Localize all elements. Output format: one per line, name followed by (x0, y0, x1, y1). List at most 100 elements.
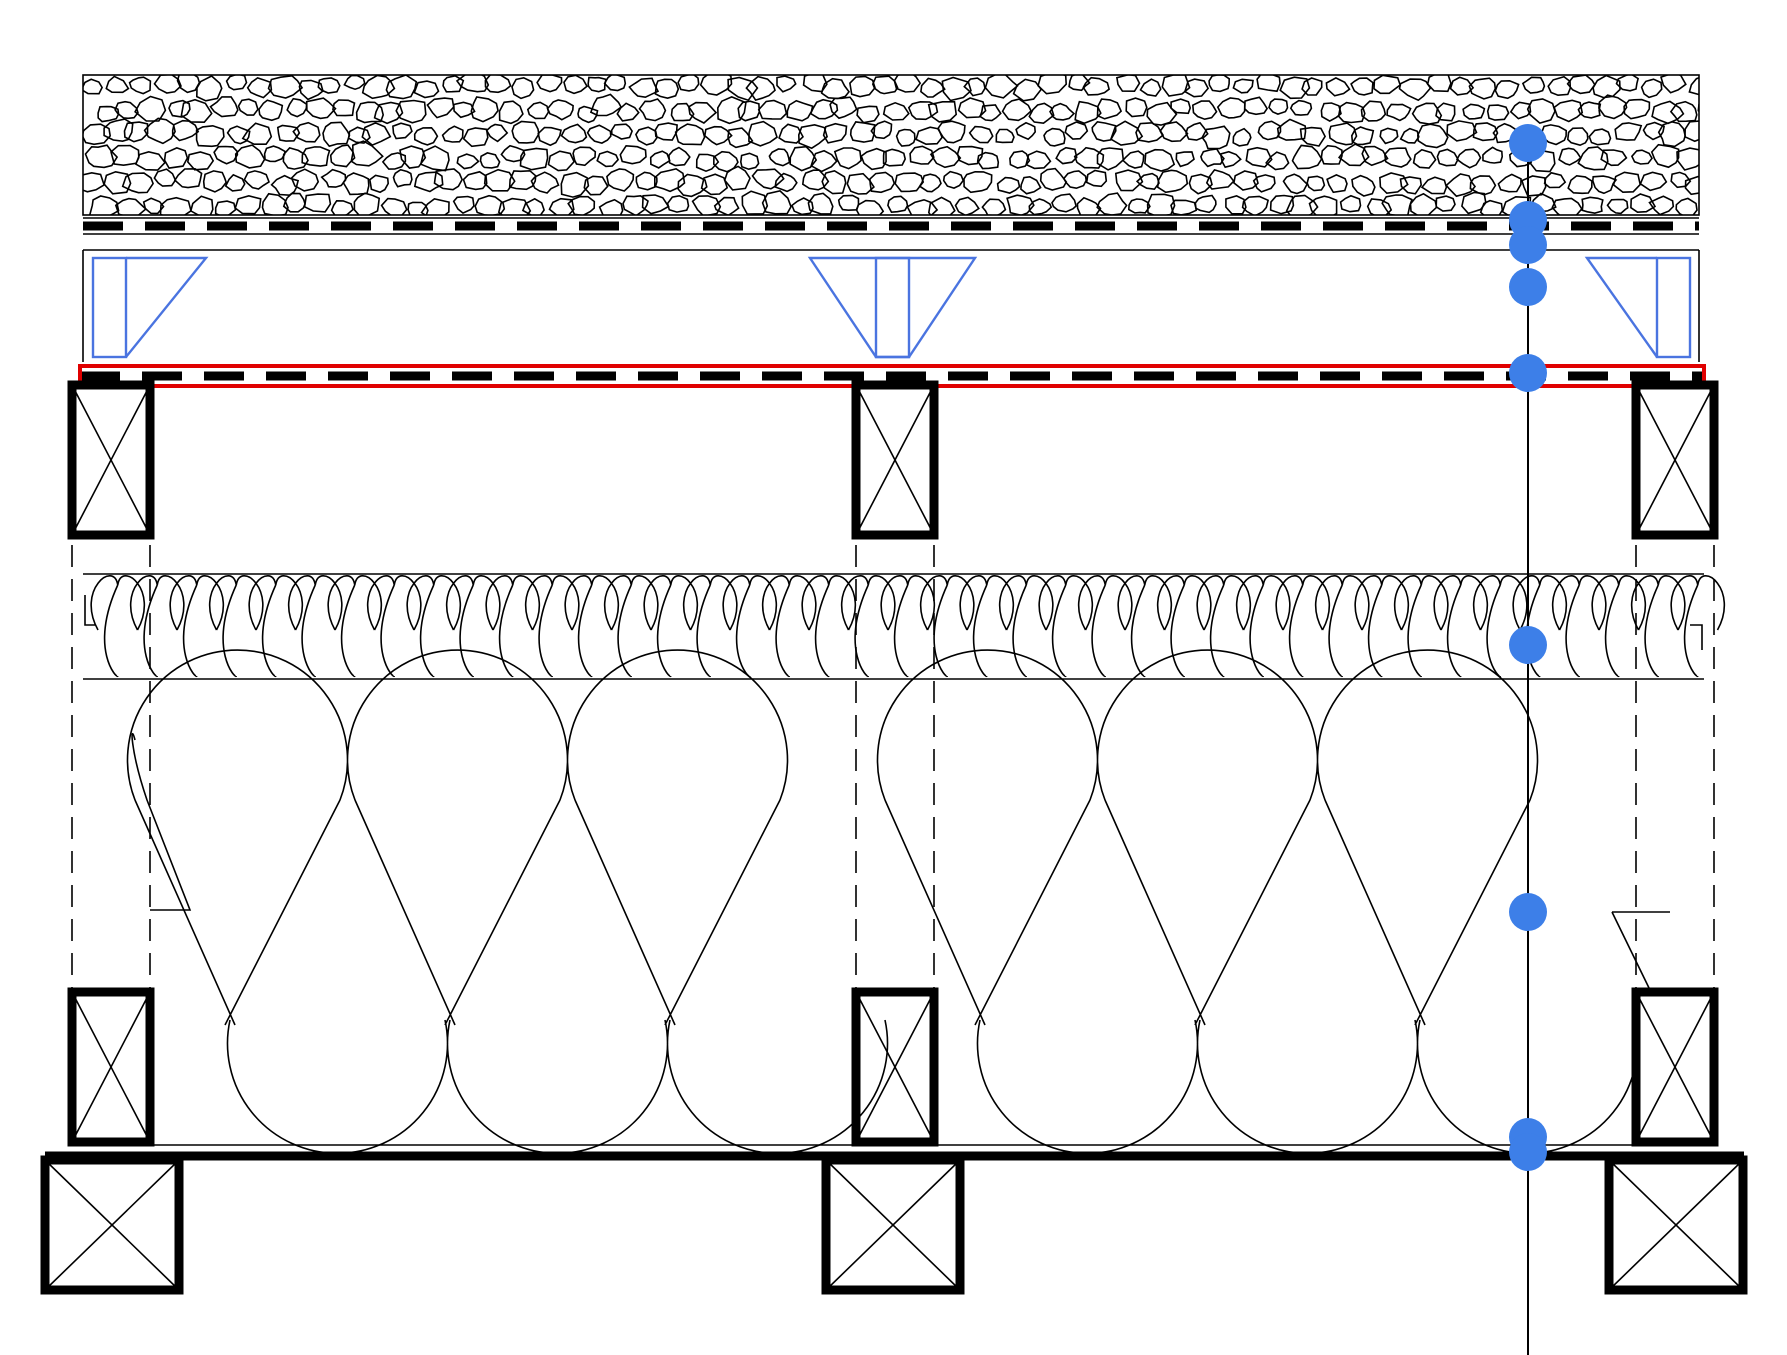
gravel-stone (809, 98, 839, 120)
gravel-stone (737, 100, 761, 122)
gravel-stone (237, 98, 259, 116)
gravel-stone (1285, 194, 1319, 215)
gravel-stone (1591, 175, 1618, 195)
gravel-stone (1670, 171, 1692, 189)
gravel-stone (1526, 98, 1556, 124)
gravel-stone (1612, 171, 1642, 194)
gravel-stone (373, 101, 404, 125)
section-marker[interactable] (1509, 124, 1547, 162)
section-marker[interactable] (1509, 354, 1547, 392)
gravel-stone (385, 75, 418, 100)
gravel-stone (1669, 100, 1698, 123)
gravel-stone (83, 171, 106, 193)
gravel-stone (134, 95, 167, 122)
gravel-stone (909, 145, 935, 165)
gravel-stone (143, 117, 176, 145)
section-marker[interactable] (1509, 226, 1547, 264)
gravel-stone (536, 75, 563, 93)
gravel-stone (1446, 120, 1478, 142)
gravel-stone (1096, 192, 1128, 215)
gravel-stone (263, 145, 286, 163)
gravel-stone (956, 145, 984, 166)
gravel-stone (1600, 149, 1628, 167)
gravel-stone (153, 168, 177, 187)
gravel-stone (641, 194, 670, 215)
gravel-stone (134, 150, 167, 171)
gravel-stone (97, 105, 120, 123)
gravel-stone (1225, 195, 1247, 215)
gravel-stone (1306, 175, 1326, 192)
gravel-stone (1592, 75, 1621, 99)
section-marker[interactable] (1509, 268, 1547, 306)
gravel-stone (1697, 103, 1699, 113)
gravel-stone (757, 99, 788, 120)
gravel-stone (128, 76, 152, 95)
gravel-stone (171, 119, 200, 142)
gravel-stone (483, 168, 516, 192)
gravel-stone (209, 96, 239, 118)
section-marker[interactable] (1509, 626, 1547, 664)
gravel-stone (186, 151, 215, 171)
gravel-stone (1462, 103, 1486, 120)
gravel-stone (1379, 127, 1399, 145)
gravel-stone (695, 153, 720, 173)
gravel-stone (343, 75, 366, 91)
gravel-stone (821, 169, 847, 195)
gravel-stone (1015, 121, 1037, 141)
gravel-stone (1114, 169, 1144, 192)
gravel-stone (1606, 198, 1629, 215)
gravel-stone (243, 170, 270, 190)
gravel-stone (860, 147, 887, 171)
gravel-stone (1350, 77, 1374, 96)
gravel-stone (1373, 75, 1402, 95)
gravel-stone (1398, 78, 1432, 102)
gravel-stone (1420, 176, 1448, 195)
gravel-stone (1109, 120, 1144, 146)
gravel-stone (1703, 199, 1720, 212)
gravel-stone (927, 101, 958, 123)
gravel-stone (1411, 102, 1443, 125)
section-marker[interactable] (1509, 893, 1547, 931)
gravel-stone (666, 194, 690, 213)
gravel-stone (433, 168, 463, 191)
gravel-stone (1409, 192, 1438, 215)
gravel-stone (936, 120, 966, 144)
gravel-stone (413, 80, 440, 99)
gravel-stone (462, 127, 489, 148)
section-marker[interactable] (1509, 1133, 1547, 1171)
gravel-stone (654, 122, 678, 141)
gravel-stone (1412, 148, 1437, 169)
gravel-stone (1551, 197, 1583, 215)
gravel-stone (703, 125, 733, 146)
gravel-stone (353, 192, 381, 215)
gravel-stone (869, 171, 896, 194)
gravel-stone (603, 75, 627, 92)
upper-timber (1631, 380, 1719, 540)
gravel-stone (1037, 75, 1068, 95)
gravel-stone (1291, 144, 1323, 170)
gravel-stone (1630, 193, 1657, 214)
gravel-stone (1716, 78, 1738, 94)
gravel-stone (455, 75, 490, 93)
gravel-stone (789, 145, 818, 172)
gravel-stone (560, 171, 590, 198)
gravel-stone (1461, 191, 1487, 215)
gravel-stone (778, 123, 804, 144)
gravel-stone (1232, 78, 1254, 94)
gravel-stone (1219, 150, 1242, 169)
gravel-stone (634, 126, 658, 146)
gravel-stone (380, 197, 408, 215)
gravel-stone (1684, 120, 1699, 143)
gravel-stone (1205, 168, 1235, 190)
gravel-stone (105, 75, 130, 94)
gravel-stone (1426, 75, 1452, 93)
gravel-stone (1001, 98, 1033, 122)
gravel-stone (963, 170, 993, 194)
gravel-stone (258, 99, 284, 122)
gravel-stone (320, 168, 347, 188)
gravel-stone (511, 76, 535, 100)
gravel-stone (84, 144, 119, 169)
gravel-stone (142, 197, 165, 215)
gravel-stone (849, 75, 876, 98)
gravel-stone (1051, 193, 1078, 213)
